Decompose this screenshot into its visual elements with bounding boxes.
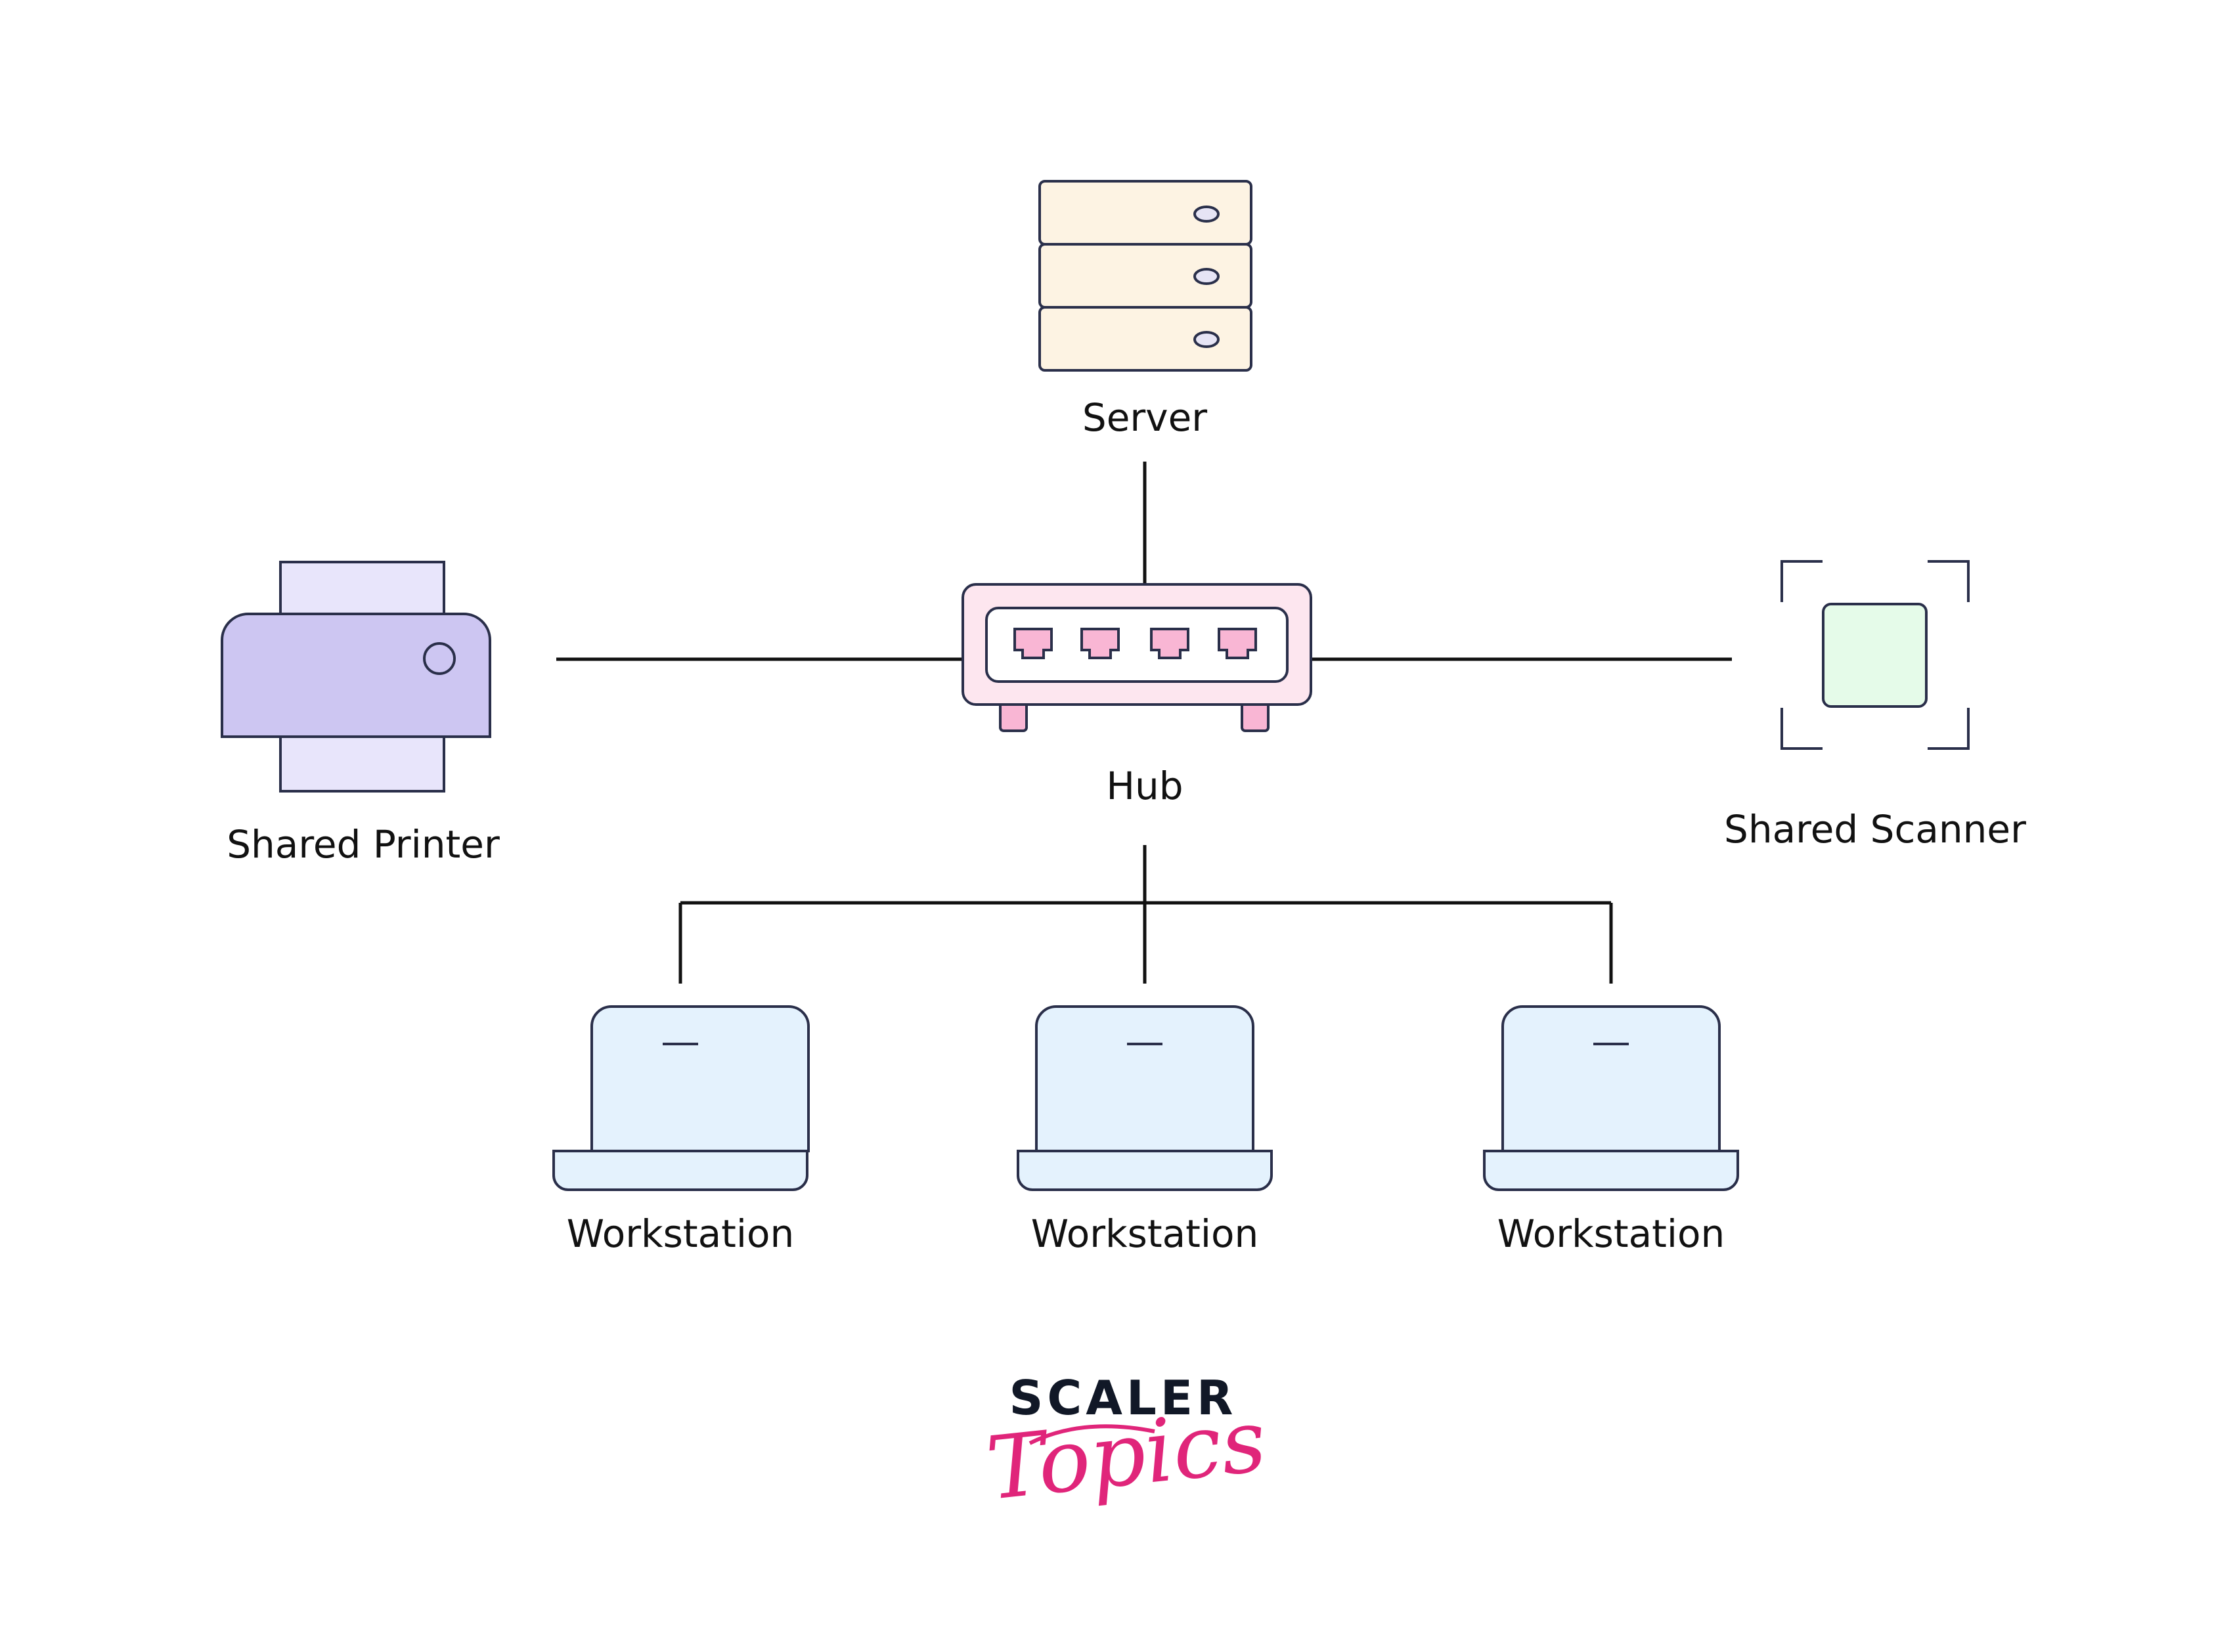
scanner-icon — [1780, 560, 1970, 750]
connections — [556, 462, 1732, 984]
laptop-icon — [1017, 1005, 1273, 1191]
brand-flourish — [1028, 1424, 1155, 1445]
workstation-label-3: Workstation — [1497, 1211, 1725, 1256]
network-hub-icon — [962, 583, 1312, 732]
workstation-label-2: Workstation — [1030, 1211, 1259, 1256]
laptop-icon — [1483, 1005, 1739, 1191]
printer-icon — [221, 561, 491, 793]
scanner-label: Shared Scanner — [1724, 807, 2026, 852]
workstation-label-1: Workstation — [566, 1211, 795, 1256]
laptop-icon — [552, 1005, 810, 1191]
printer-label: Shared Printer — [227, 822, 500, 867]
brand-logo-word: SCALER — [1009, 1370, 1237, 1425]
hub-label: Hub — [1106, 764, 1183, 808]
server-rack-icon — [1038, 180, 1252, 372]
server-label: Server — [1082, 395, 1208, 440]
